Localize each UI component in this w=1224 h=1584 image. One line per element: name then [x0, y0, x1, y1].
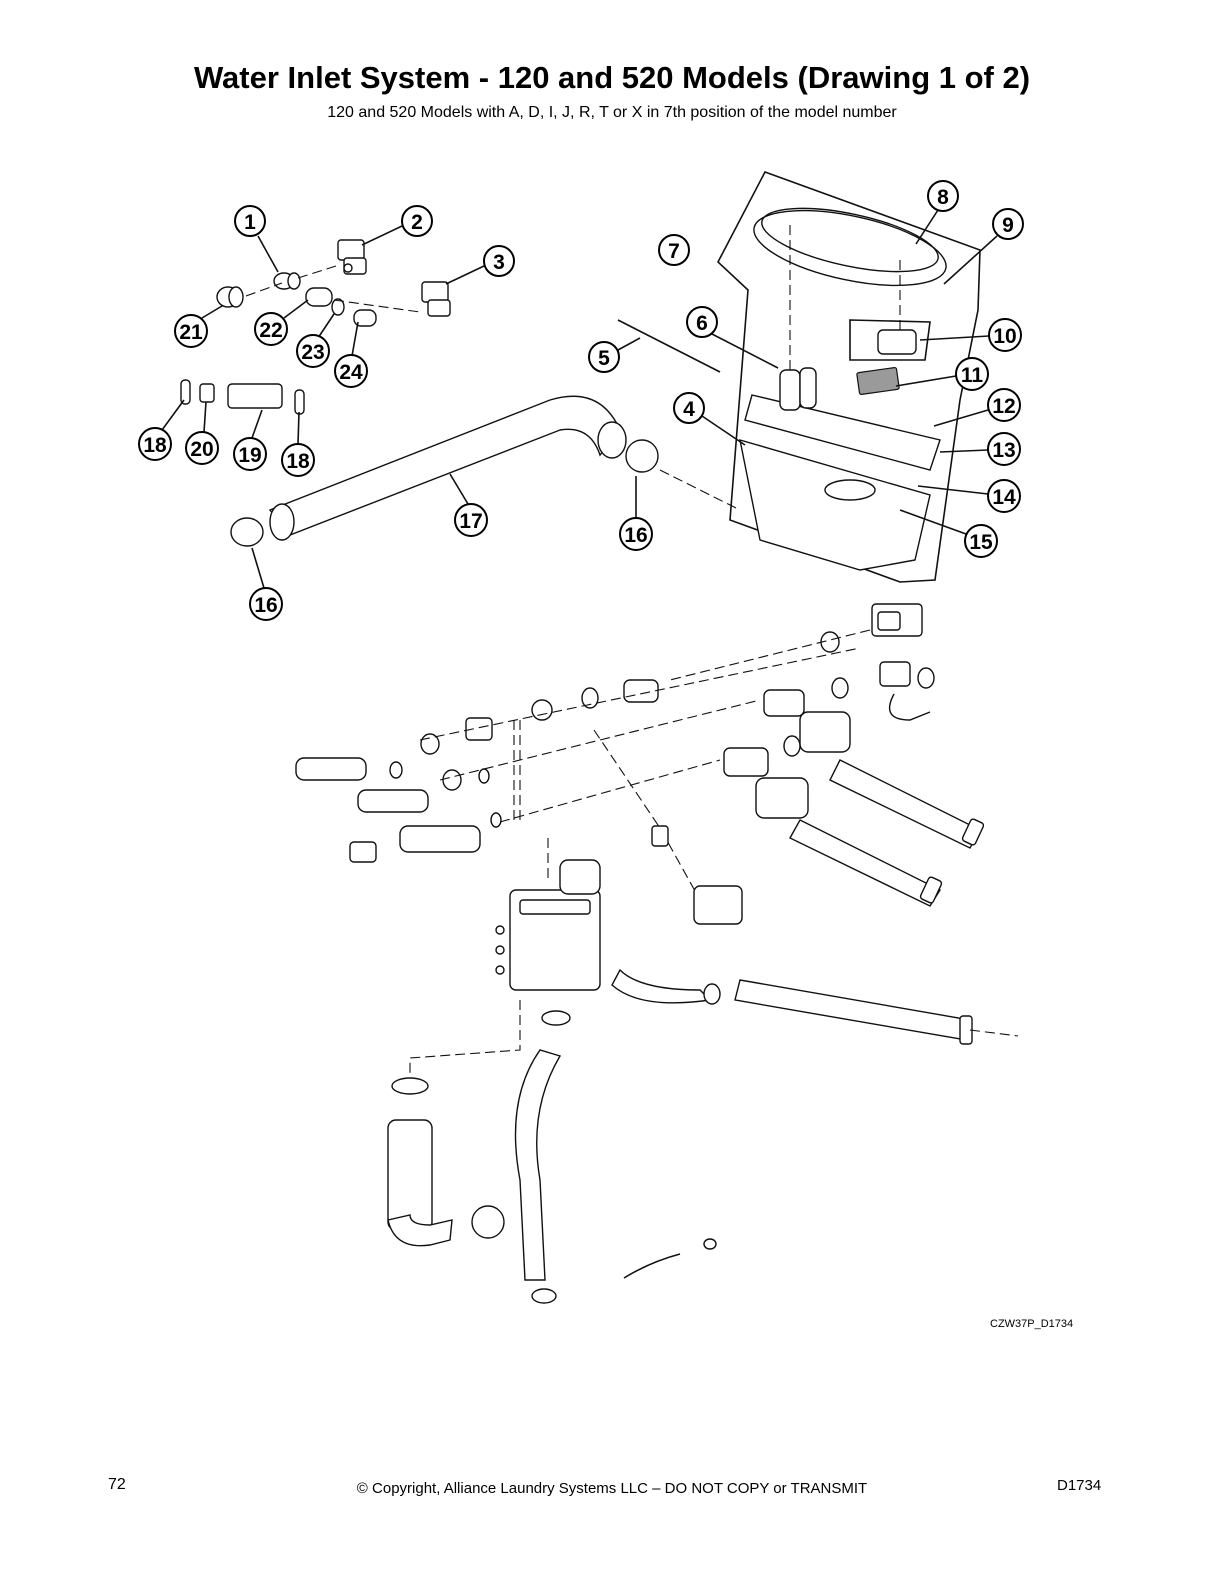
- clamp-part-16a: [230, 517, 264, 547]
- callout-4: 4: [673, 392, 746, 446]
- inlet-fittings: [295, 647, 861, 925]
- callout-3: 3: [445, 245, 515, 285]
- clamp-part-18a: [180, 379, 191, 405]
- callout-13: 13: [939, 432, 1021, 466]
- callout-11: 11: [895, 357, 989, 391]
- dispenser-assembly: [617, 171, 981, 583]
- svg-text:2: 2: [411, 211, 423, 234]
- svg-text:18: 18: [143, 434, 167, 457]
- clamp-part-18b: [294, 389, 305, 415]
- callout-24: 24: [334, 321, 368, 388]
- svg-text:16: 16: [254, 594, 277, 617]
- hose-part-17: [268, 395, 627, 541]
- document-id: D1734: [1057, 1477, 1102, 1494]
- svg-text:23: 23: [301, 341, 324, 364]
- callout-23: 23: [296, 313, 335, 368]
- callout-16a: 16: [619, 476, 653, 551]
- svg-text:18: 18: [286, 450, 310, 473]
- callout-19: 19: [233, 409, 267, 471]
- copyright-notice: © Copyright, Alliance Laundry Systems LL…: [356, 1480, 868, 1497]
- callout-7: 7: [658, 234, 690, 266]
- callout-1: 1: [234, 205, 279, 273]
- callout-21: 21: [174, 305, 223, 348]
- callout-5: 5: [588, 337, 641, 373]
- svg-text:10: 10: [993, 325, 1016, 348]
- callout-6: 6: [686, 306, 779, 369]
- page-subtitle: 120 and 520 Models with A, D, I, J, R, T…: [327, 104, 897, 121]
- svg-text:21: 21: [179, 321, 203, 344]
- svg-text:7: 7: [668, 240, 680, 263]
- callout-15: 15: [899, 509, 998, 558]
- svg-text:6: 6: [696, 312, 708, 335]
- svg-text:12: 12: [992, 395, 1015, 418]
- svg-text:16: 16: [624, 524, 647, 547]
- callout-18b: 18: [281, 411, 315, 477]
- callout-20: 20: [185, 401, 219, 465]
- callout-14: 14: [917, 479, 1021, 513]
- manifold-assembly: [495, 838, 1019, 1045]
- clamp-part-16b: [625, 439, 659, 473]
- fitting-part-23: [331, 298, 345, 316]
- svg-text:19: 19: [238, 444, 261, 467]
- callout-16b: 16: [249, 547, 283, 621]
- svg-text:20: 20: [190, 438, 213, 461]
- callout-17: 17: [449, 473, 488, 537]
- callout-18a: 18: [138, 399, 185, 461]
- fitting-part-21: [216, 286, 244, 308]
- callout-12: 12: [933, 388, 1021, 427]
- page-number: 72: [108, 1476, 126, 1493]
- tube-part-22: [305, 287, 333, 307]
- valve-part-2: [337, 239, 367, 275]
- svg-text:4: 4: [683, 398, 695, 421]
- svg-text:22: 22: [259, 319, 282, 342]
- bushing-part-20: [199, 383, 215, 403]
- svg-text:13: 13: [992, 439, 1015, 462]
- callout-9: 9: [943, 208, 1024, 285]
- tube-part-19: [227, 383, 283, 409]
- figure-id: CZW37P_D1734: [990, 1318, 1074, 1330]
- callout-8: 8: [915, 180, 959, 245]
- svg-text:8: 8: [937, 186, 949, 209]
- svg-text:17: 17: [459, 510, 482, 533]
- svg-text:24: 24: [339, 361, 363, 384]
- svg-text:14: 14: [992, 486, 1016, 509]
- svg-text:1: 1: [244, 211, 256, 234]
- svg-text:9: 9: [1002, 214, 1014, 237]
- fitting-part-1: [273, 272, 301, 290]
- valve-group-lower: [723, 735, 943, 907]
- svg-text:15: 15: [969, 531, 993, 554]
- elbow-part-24: [353, 309, 377, 327]
- valve-part-3: [421, 281, 451, 317]
- page-title: Water Inlet System - 120 and 520 Models …: [193, 60, 1031, 95]
- drain-hoses: [387, 1000, 717, 1304]
- valve-group-right: [763, 661, 985, 849]
- svg-text:3: 3: [493, 251, 505, 274]
- callout-2: 2: [361, 205, 433, 246]
- svg-text:5: 5: [598, 347, 610, 370]
- callout-22: 22: [254, 299, 309, 346]
- valve-group-upper: [669, 603, 923, 681]
- callout-10: 10: [919, 318, 1022, 352]
- svg-text:11: 11: [961, 364, 984, 387]
